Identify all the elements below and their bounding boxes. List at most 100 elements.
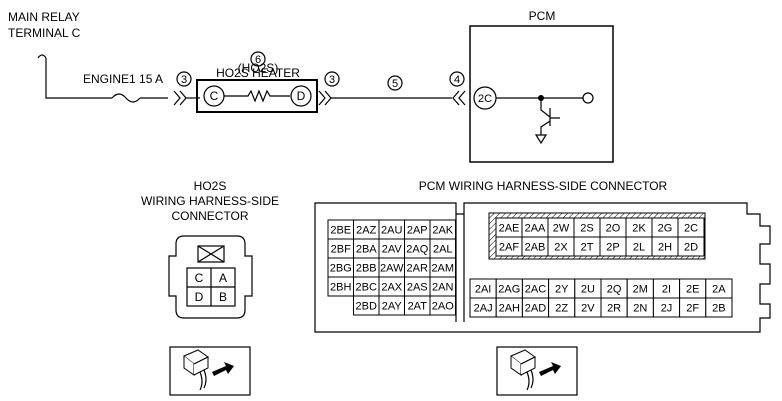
resistor-symbol [224,89,290,103]
pcm-pin-label: 2AZ [356,225,376,237]
ho2s-title-3: CONNECTOR [171,209,248,223]
relay-wire [37,54,112,99]
pcm-pin-label: 2H [658,242,672,254]
pcm-pin-label: 2AV [382,244,403,256]
pcm-pin-cell [429,295,456,316]
pcm-connector-title: PCM WIRING HARNESS-SIDE CONNECTOR [419,179,668,193]
pcm-pin-label: 2R [607,303,621,315]
view-direction-icon-box [496,346,578,396]
fuse-label: ENGINE1 15 A [83,72,163,86]
pcm-pin-label: 2X [554,242,568,254]
pcm-pin-label: 2AI [475,284,492,296]
pcm-connector-section: PCM WIRING HARNESS-SIDE CONNECTOR 2BE 2AZ… [314,179,771,396]
pcm-pin-label: 2O [606,223,621,235]
pcm-pin-label: 2BB [356,263,377,275]
pcm-pin-label: 2AG [498,284,520,296]
main-relay-label-2: TERMINAL C [8,26,81,40]
callout-circle [324,71,340,87]
heater-pin-d-circle [290,85,312,107]
pcm-pin-label: 2BE [330,225,351,237]
heater-pin-d: D [297,89,306,103]
pcm-pin-cell [677,236,705,257]
pcm-title: PCM [529,9,556,23]
circuit-section: MAIN RELAY TERMINAL C ENGINE1 15 A 3 6 H… [8,9,614,163]
heater-pin-c: C [210,89,219,103]
ho2s-connector-section: HO2S WIRING HARNESS-SIDE CONNECTOR C A D… [141,179,279,396]
callout-circle [387,75,403,91]
connector-chevron-pcm [452,90,466,106]
heater-box [196,79,318,113]
ho2s-connector-body [168,235,253,319]
pcm-pin-label: 2Y [555,284,569,296]
callout-circle [250,51,266,67]
pcm-pin-label: 2S [580,223,593,235]
ho2s-pin-a: A [219,271,227,285]
pcm-pin-2c: 2C [478,93,492,105]
pcm-pin-label: 2AF [499,242,519,254]
pcm-pin-label: 2BD [356,301,377,313]
pcm-pin-label: 2AM [431,263,454,275]
pcm-pin-label: 2L [633,242,645,254]
pcm-pin-label: 2AK [432,225,453,237]
pcm-pin-label: 2AT [408,301,428,313]
main-relay-label-1: MAIN RELAY [8,10,80,24]
pcm-pin-label: 2G [658,223,673,235]
pcm-connector-body [314,202,771,333]
pcm-pin-label: 2AJ [474,303,493,315]
pcm-pin-label: 2D [684,242,698,254]
pcm-pin-label: 2AC [525,284,546,296]
pcm-pin-label: 2E [686,284,699,296]
pcm-pin-label: 2B [712,303,725,315]
terminal-circle [582,92,594,104]
pcm-pin-label: 2AY [382,301,403,313]
pcm-pin-label: 2AL [433,244,453,256]
callout-4: 4 [454,74,460,86]
pcm-pin-label: 2AA [525,223,546,235]
ho2s-pin-b: B [219,290,227,304]
pcm-pin-label: 2M [633,284,648,296]
pcm-pin-label: 2AX [381,282,402,294]
pcm-pin-label: 2I [662,284,671,296]
pcm-pin-label: 2BG [330,263,352,275]
callout-3-right: 3 [329,74,335,86]
heater-title-1: HO2S HEATER [216,66,300,80]
connector-chevron-right [318,90,332,106]
pcm-pin-label: 2AN [432,282,453,294]
pcm-pin-label: 2J [661,303,673,315]
pcm-pin-label: 2Q [607,284,622,296]
harness-view-icon [183,349,234,391]
ho2s-pin-d: D [195,290,204,304]
pcm-pin-label: 2T [581,242,594,254]
pcm-pin-label: 2W [553,223,570,235]
pcm-pin-label: 2AW [380,263,404,275]
pcm-pin-label: 2N [633,303,647,315]
ho2s-pin-c: C [195,271,204,285]
pcm-pin-label: 2AQ [406,244,428,256]
pcm-box [469,25,614,163]
ground-symbol [534,134,548,145]
pcm-pin-label: 2AS [407,282,428,294]
callout-circle [449,71,465,87]
fuse-symbol [111,93,141,103]
callout-5: 5 [392,78,398,90]
pcm-pin-label: 2V [581,303,595,315]
pcm-pin-label: 2C [684,223,698,235]
connector-chevron-left [173,90,187,106]
pcm-pin-label: 2K [632,223,646,235]
pcm-pin-label: 2Z [555,303,568,315]
pcm-pin-label: 2AD [525,303,546,315]
pcm-pin-label: 2AP [407,225,428,237]
view-direction-icon-box [169,346,251,396]
callout-3-left: 3 [181,74,187,86]
pcm-pin-label: 2AR [407,263,428,275]
pcm-pin-label: 2F [686,303,699,315]
pcm-pin-label: 2AE [499,223,520,235]
pcm-pin-cell [705,297,733,318]
pcm-pin-label: 2AH [499,303,520,315]
pcm-pin-label: 2BA [356,244,377,256]
pcm-pin-label: 2BC [356,282,377,294]
heater-title-2: (HO2S) [238,61,279,75]
pcm-pin-label: 2BF [331,244,351,256]
ho2s-latch [197,245,225,263]
